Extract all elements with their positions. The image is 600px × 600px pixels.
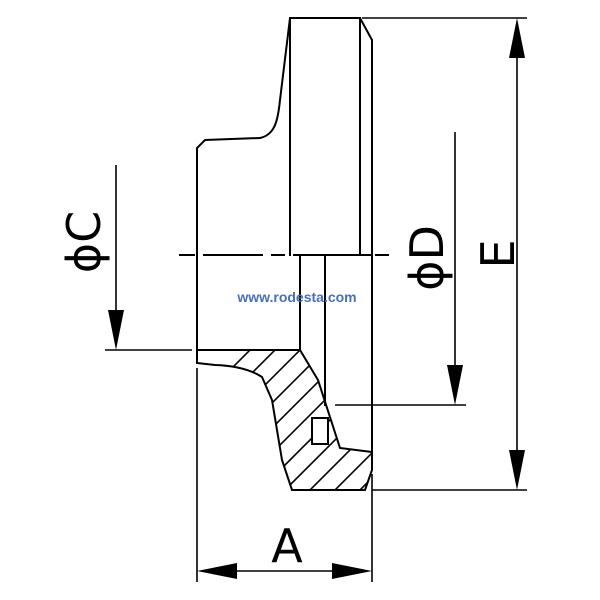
- dimension-a: A: [196, 368, 373, 582]
- hatched-section: [196, 349, 373, 491]
- dimension-e: E: [362, 17, 527, 491]
- dimension-c: ϕC: [57, 165, 192, 351]
- gasket-groove: [311, 417, 329, 445]
- dim-d-label: ϕD: [400, 225, 454, 291]
- fitting-lower-bore: [299, 254, 373, 453]
- watermark-text: www.rodesta.com: [236, 289, 356, 305]
- dim-a-label: A: [271, 519, 303, 573]
- fitting-upper-outline: [196, 17, 373, 351]
- dimension-d: ϕD: [335, 132, 466, 406]
- dim-c-label: ϕC: [57, 211, 111, 273]
- dim-e-label: E: [471, 239, 525, 268]
